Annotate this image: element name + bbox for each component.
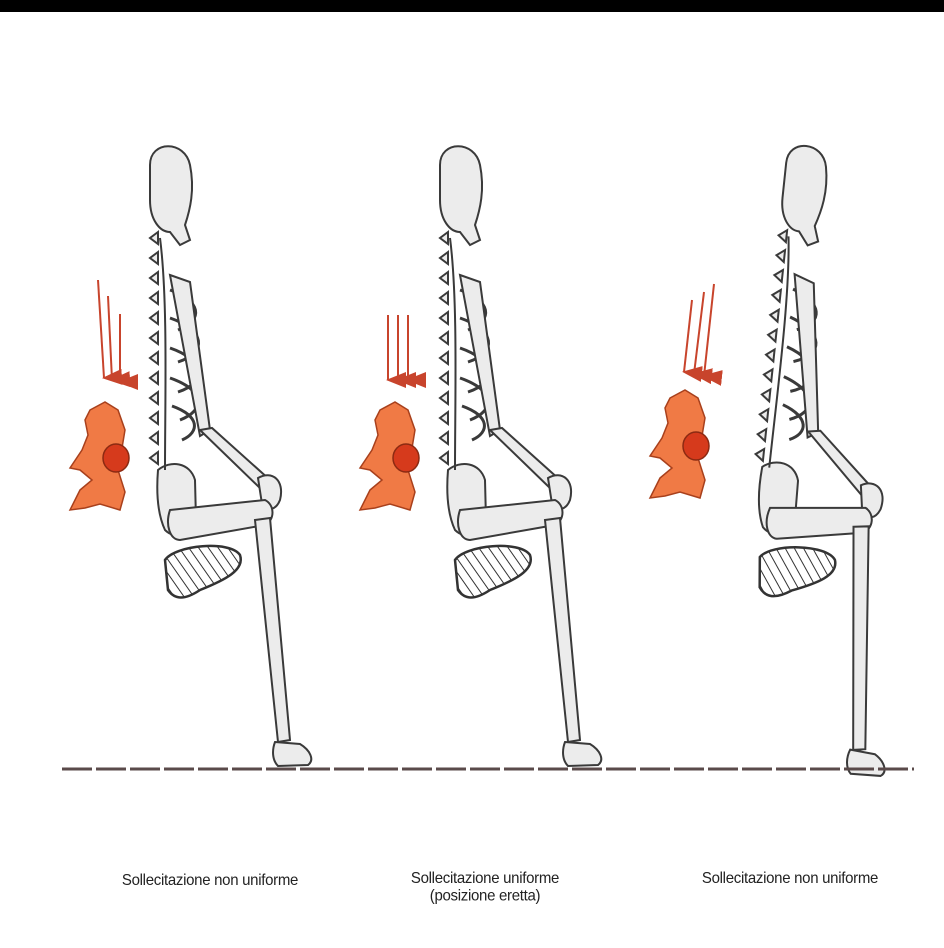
caption-text: Sollecitazione non uniforme <box>702 870 878 888</box>
force-arrow-icon <box>704 284 714 376</box>
force-arrow-icon <box>98 280 104 378</box>
caption-figure-1: Sollecitazione non uniforme <box>80 872 340 890</box>
skeleton-figure-3 <box>650 144 944 777</box>
vertebra-disc-icon-3 <box>650 390 709 498</box>
force-arrow-icon <box>684 300 692 372</box>
caption-figure-2: Sollecitazione uniforme (posizione erett… <box>360 869 610 905</box>
caption-subtext: (posizione eretta) <box>360 887 610 905</box>
caption-text: Sollecitazione non uniforme <box>122 872 298 890</box>
vertebra-disc-icon-2 <box>360 402 419 510</box>
force-arrow-icon <box>694 292 704 374</box>
vertebra-disc-icon-1 <box>70 402 129 510</box>
caption-figure-3: Sollecitazione non uniforme <box>660 870 920 888</box>
force-arrow-icon <box>108 296 112 380</box>
skeleton-figure-2 <box>360 146 601 766</box>
caption-text: Sollecitazione uniforme <box>411 869 559 887</box>
skeleton-figure-1 <box>70 146 311 766</box>
